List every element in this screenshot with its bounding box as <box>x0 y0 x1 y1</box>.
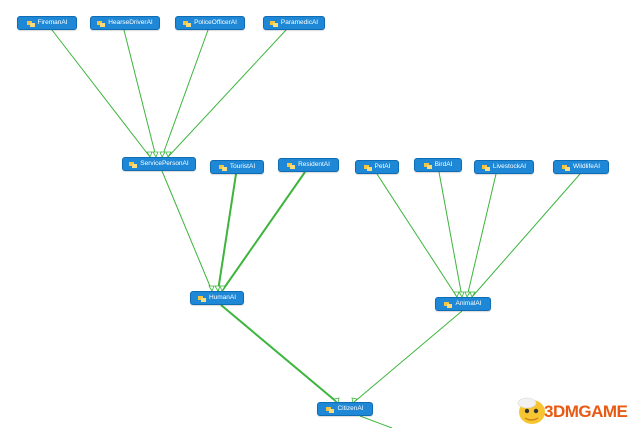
edge-livestock-animal <box>466 173 497 298</box>
class-icon <box>129 161 138 168</box>
arrowhead <box>214 285 221 292</box>
arrowhead <box>469 291 476 298</box>
node-label: BirdAI <box>434 161 453 168</box>
arrowhead <box>219 285 226 292</box>
class-icon <box>97 20 106 27</box>
edge-citizen-out <box>359 415 393 428</box>
class-icon <box>561 164 570 171</box>
node-servicepersonai[interactable]: ServicePersonAI <box>122 157 196 171</box>
node-label: ServicePersonAI <box>140 160 189 167</box>
arrowhead <box>458 291 465 298</box>
class-icon <box>481 164 490 171</box>
edge-tourist-human <box>217 173 237 292</box>
class-icon <box>218 164 227 171</box>
edge-human-citizen <box>220 304 339 404</box>
node-residentai[interactable]: ResidentAI <box>278 158 339 172</box>
arrowhead <box>159 151 166 158</box>
node-livestockai[interactable]: LivestockAI <box>474 160 534 174</box>
node-wildlifeai[interactable]: WildlifeAI <box>553 160 609 174</box>
node-label: CitizenAI <box>337 405 364 412</box>
node-label: PoliceOfficerAI <box>194 19 237 26</box>
edge-bird-animal <box>438 171 463 298</box>
arrowhead <box>146 151 153 158</box>
class-icon <box>287 162 296 169</box>
arrowhead <box>333 397 340 404</box>
node-label: HumanAI <box>208 294 237 301</box>
class-icon <box>26 20 35 27</box>
class-icon <box>363 164 372 171</box>
node-label: TouristAI <box>229 163 256 170</box>
edge-fireman-serviceperson <box>51 29 151 158</box>
node-hearsedriverai[interactable]: HearseDriverAI <box>90 16 160 30</box>
node-label: PetAI <box>374 163 391 170</box>
edge-paramedic-serviceperson <box>167 29 287 158</box>
node-label: AnimalAI <box>455 300 482 307</box>
arrowhead <box>464 291 471 298</box>
edge-policeofficer-serviceperson <box>161 29 209 158</box>
node-label: LivestockAI <box>492 163 527 170</box>
node-animalai[interactable]: AnimalAI <box>435 297 491 311</box>
arrowhead <box>208 285 215 292</box>
class-icon <box>423 162 432 169</box>
arrowhead <box>351 397 358 404</box>
node-humanai[interactable]: HumanAI <box>190 291 244 305</box>
class-icon <box>183 20 192 27</box>
node-firemanai[interactable]: FiremanAI <box>17 16 77 30</box>
watermark-mascot-icon <box>517 397 545 424</box>
edge-hearsedriver-serviceperson <box>123 29 157 158</box>
watermark-text: 3DMGAME <box>544 402 628 421</box>
arrowhead <box>165 151 172 158</box>
arrowhead <box>453 291 460 298</box>
edge-animal-citizen <box>352 310 463 404</box>
node-label: WildlifeAI <box>572 163 601 170</box>
edge-pet-animal <box>376 173 458 298</box>
node-label: ParamedicAI <box>280 19 319 26</box>
edge-resident-human <box>221 171 306 292</box>
node-citizenai[interactable]: CitizenAI <box>317 402 373 416</box>
node-touristai[interactable]: TouristAI <box>210 160 264 174</box>
node-label: HearseDriverAI <box>108 19 153 26</box>
arrowhead <box>152 151 159 158</box>
class-icon <box>444 301 453 308</box>
node-label: ResidentAI <box>298 161 330 168</box>
edge-wildlife-animal <box>471 173 581 298</box>
edge-serviceperson-human <box>161 170 213 292</box>
node-birdai[interactable]: BirdAI <box>414 158 462 172</box>
class-icon <box>326 406 335 413</box>
node-paramedicai[interactable]: ParamedicAI <box>263 16 325 30</box>
node-petai[interactable]: PetAI <box>355 160 399 174</box>
class-icon <box>269 20 278 27</box>
class-icon <box>197 295 206 302</box>
node-label: FiremanAI <box>37 19 68 26</box>
node-policeofficerai[interactable]: PoliceOfficerAI <box>175 16 245 30</box>
